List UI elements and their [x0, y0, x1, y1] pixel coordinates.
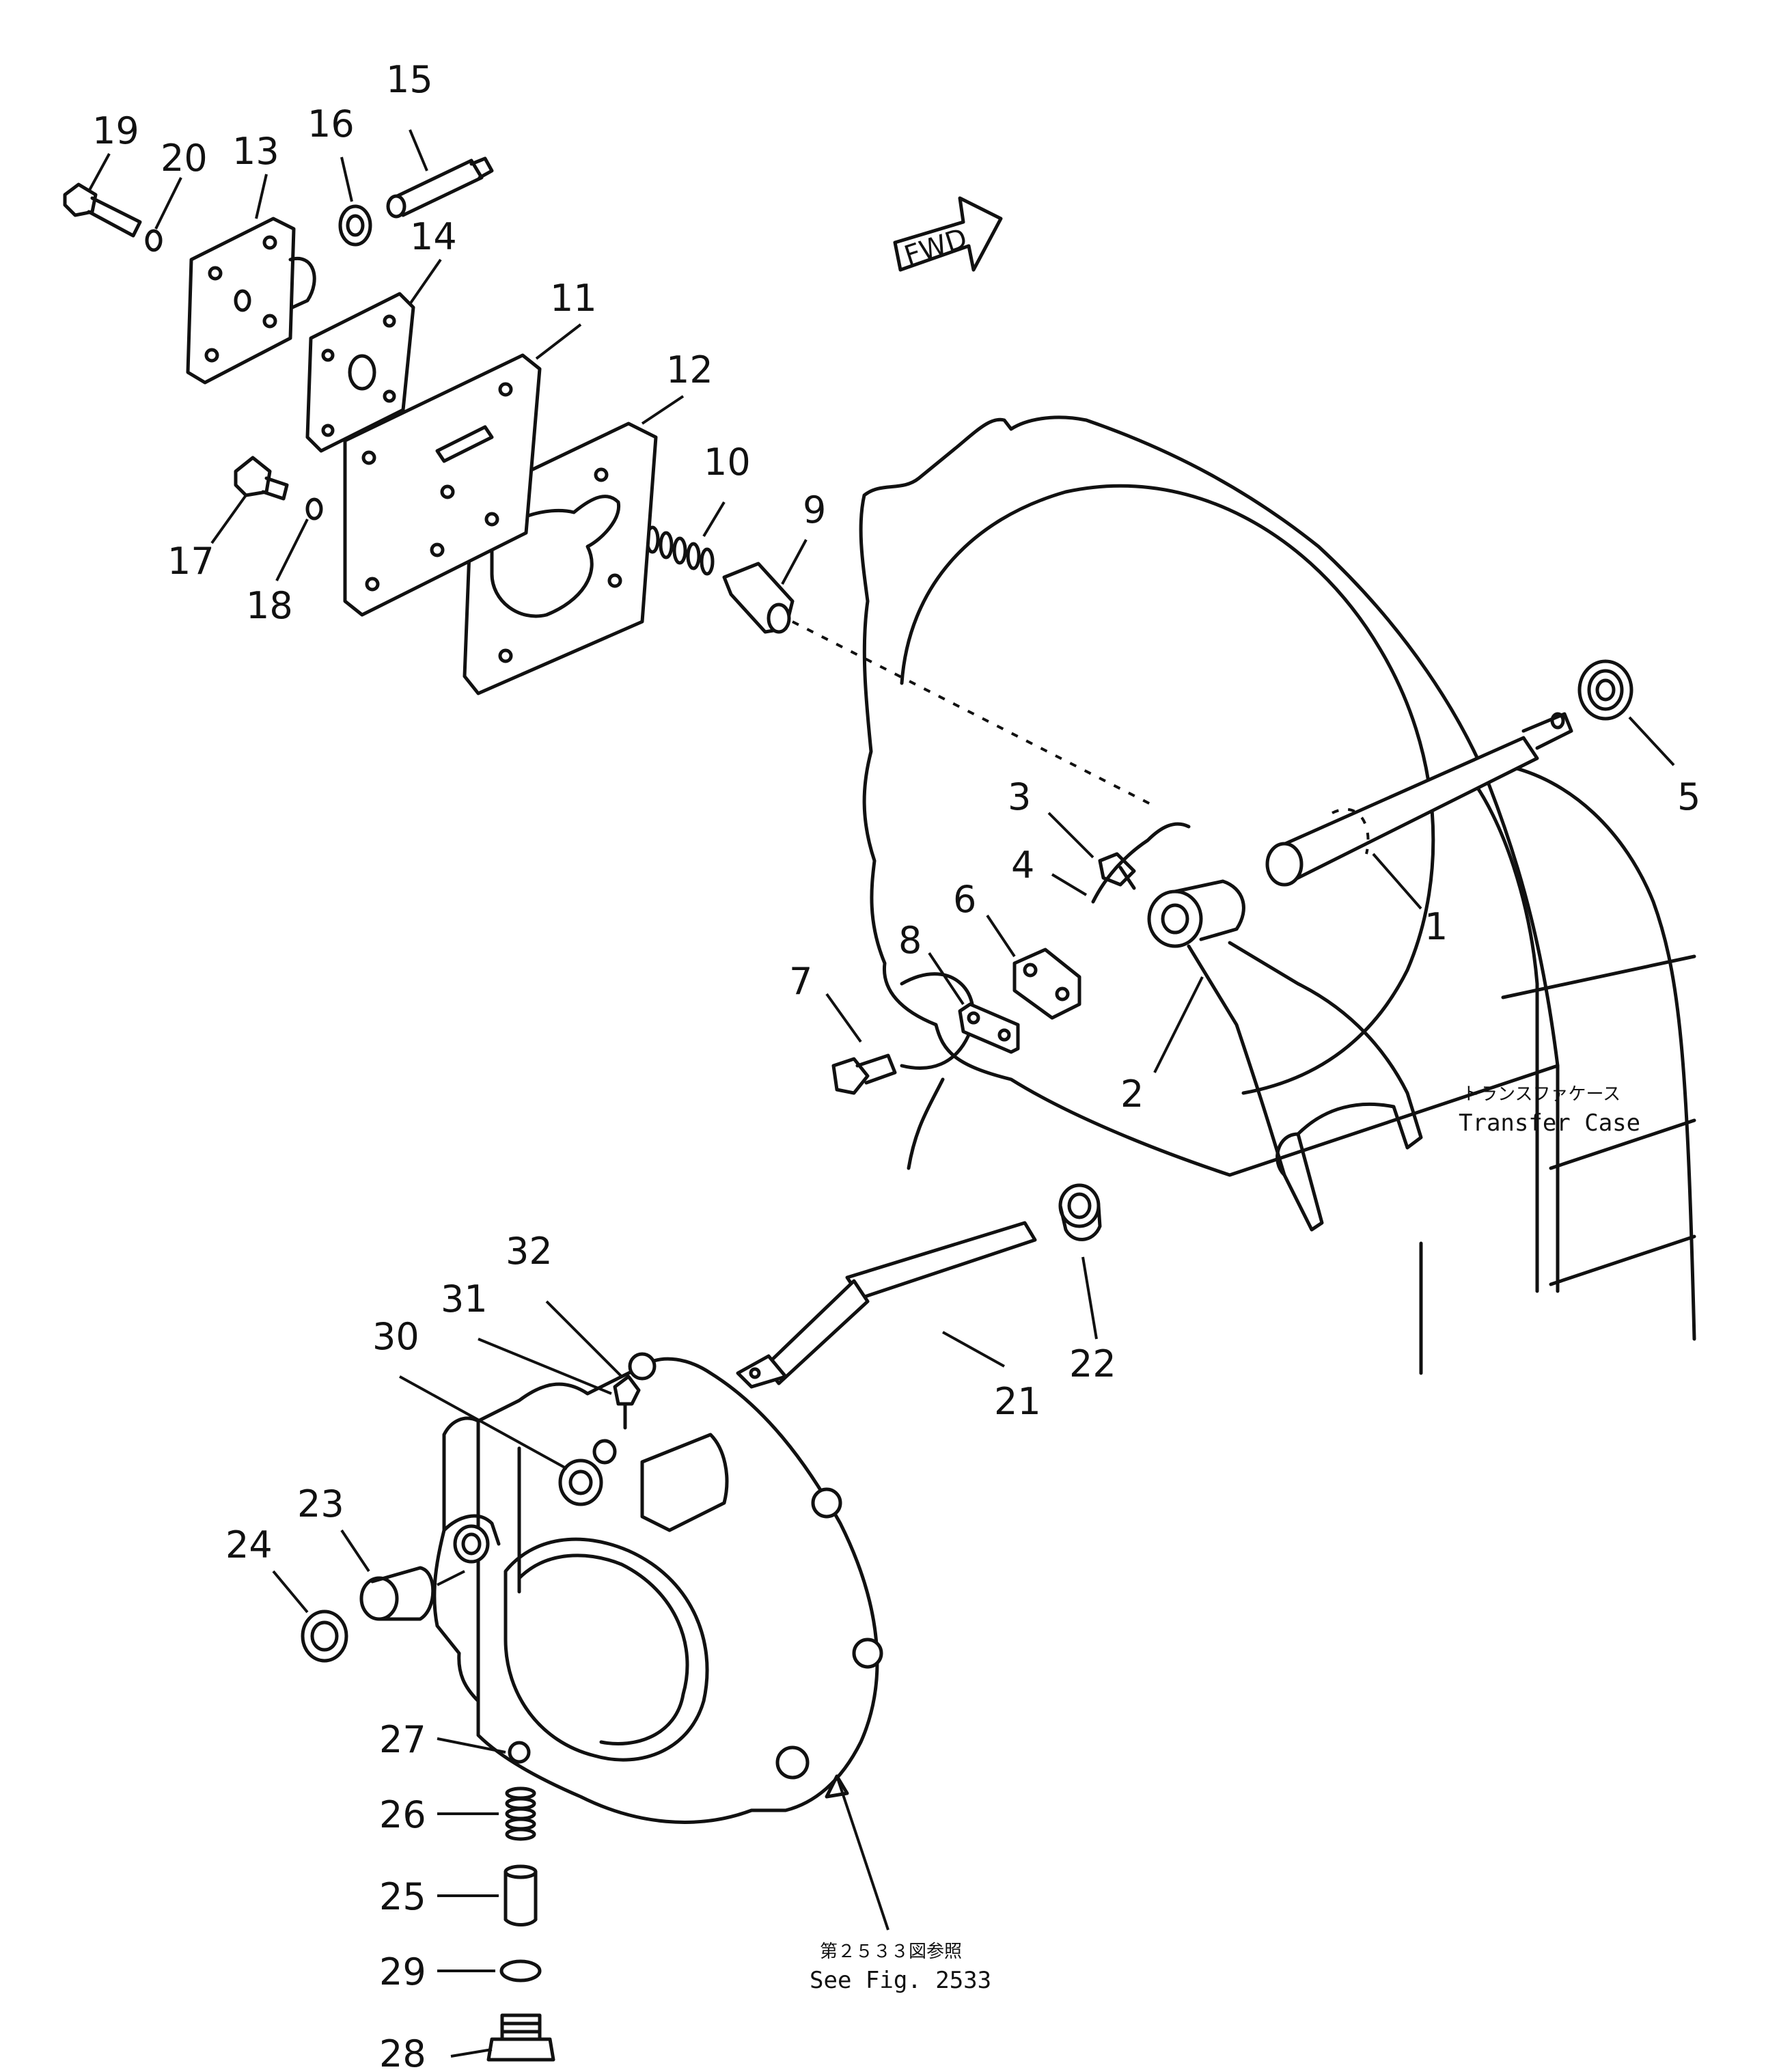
- transfer-case-housing: [859, 415, 1696, 1375]
- callout-3: 3: [1008, 775, 1031, 818]
- axis-line: [792, 620, 1155, 807]
- lock-wire: [1091, 822, 1191, 904]
- callout-1: 1: [1424, 905, 1448, 948]
- callout-31: 31: [441, 1277, 488, 1321]
- lever-shaft: [386, 156, 494, 219]
- callout-22: 22: [1069, 1342, 1116, 1385]
- callout-10: 10: [704, 441, 751, 484]
- detent-ball: [722, 562, 795, 634]
- detent-spring: [645, 525, 715, 576]
- callout-20: 20: [161, 137, 208, 180]
- shift-shaft: [1265, 712, 1573, 887]
- reference-label-en: See Fig. 2533: [810, 1967, 991, 1994]
- callout-27: 27: [379, 1718, 426, 1761]
- retainer-plate: [1012, 948, 1081, 1020]
- drain-plug: [486, 2013, 555, 2062]
- callout-26: 26: [379, 1793, 426, 1836]
- cover-gasket: [305, 292, 415, 453]
- callout-15: 15: [386, 58, 433, 101]
- callout-4: 4: [1011, 844, 1034, 887]
- shaft-seal: [338, 204, 372, 247]
- callout-29: 29: [379, 1950, 426, 1993]
- callout-17: 17: [167, 540, 215, 583]
- callout-5: 5: [1677, 775, 1700, 818]
- fwd-arrow: FWD: [893, 196, 1003, 272]
- transfer-case-note: トランスファケース Transfer Case: [1459, 1084, 1640, 1137]
- callout-21: 21: [994, 1380, 1041, 1423]
- bushing: [1058, 1183, 1102, 1241]
- grease-fitting: [613, 1375, 641, 1430]
- callout-24: 24: [225, 1523, 273, 1566]
- lock-washer: [145, 229, 163, 252]
- lock-plate: [958, 1002, 1020, 1054]
- cap-screw: [234, 456, 289, 501]
- transfer-case-label-en: Transfer Case: [1459, 1109, 1640, 1137]
- o-ring: [499, 1959, 542, 1983]
- callout-13: 13: [232, 130, 279, 173]
- oil-seal: [1577, 659, 1633, 721]
- axis-line: [437, 1570, 465, 1586]
- reference-label-jp: 第２５３３図参照: [820, 1942, 962, 1962]
- transfer-case-label-jp: トランスファケース: [1462, 1084, 1621, 1105]
- figure-reference-note: 第２５３３図参照 See Fig. 2533: [810, 1942, 991, 1994]
- callout-9: 9: [803, 488, 826, 531]
- callout-8: 8: [898, 919, 922, 962]
- housing-bushing: [359, 1566, 435, 1621]
- cover: [186, 217, 316, 385]
- spring-washer: [305, 497, 323, 521]
- callout-7: 7: [789, 960, 812, 1003]
- hex-bolt: [63, 182, 142, 238]
- bolt: [831, 1053, 897, 1095]
- check-spring: [505, 1786, 536, 1841]
- shift-fork: [1147, 879, 1423, 1232]
- callout-12: 12: [666, 348, 713, 391]
- callout-11: 11: [550, 277, 597, 320]
- lever-housing: [432, 1352, 883, 1824]
- housing-seal: [301, 1610, 348, 1663]
- callout-2: 2: [1120, 1073, 1144, 1116]
- callout-6: 6: [953, 878, 976, 921]
- callout-28: 28: [379, 2032, 426, 2072]
- check-ball: [508, 1741, 531, 1764]
- callout-19: 19: [92, 109, 139, 152]
- check-piston: [504, 1864, 538, 1926]
- callout-25: 25: [379, 1875, 426, 1918]
- leader-lines: [87, 129, 1675, 2058]
- cover-plate: [343, 353, 542, 617]
- callout-14: 14: [410, 215, 457, 258]
- shift-rod: [736, 1221, 1037, 1389]
- callout-32: 32: [506, 1230, 553, 1273]
- callout-23: 23: [297, 1482, 344, 1525]
- callout-labels: 1 2 3 4 5 6 7 8 9 10 11 12 13 14 15 16 1…: [92, 58, 1700, 2072]
- callout-30: 30: [372, 1315, 419, 1358]
- callout-16: 16: [307, 102, 355, 146]
- callout-18: 18: [246, 584, 293, 627]
